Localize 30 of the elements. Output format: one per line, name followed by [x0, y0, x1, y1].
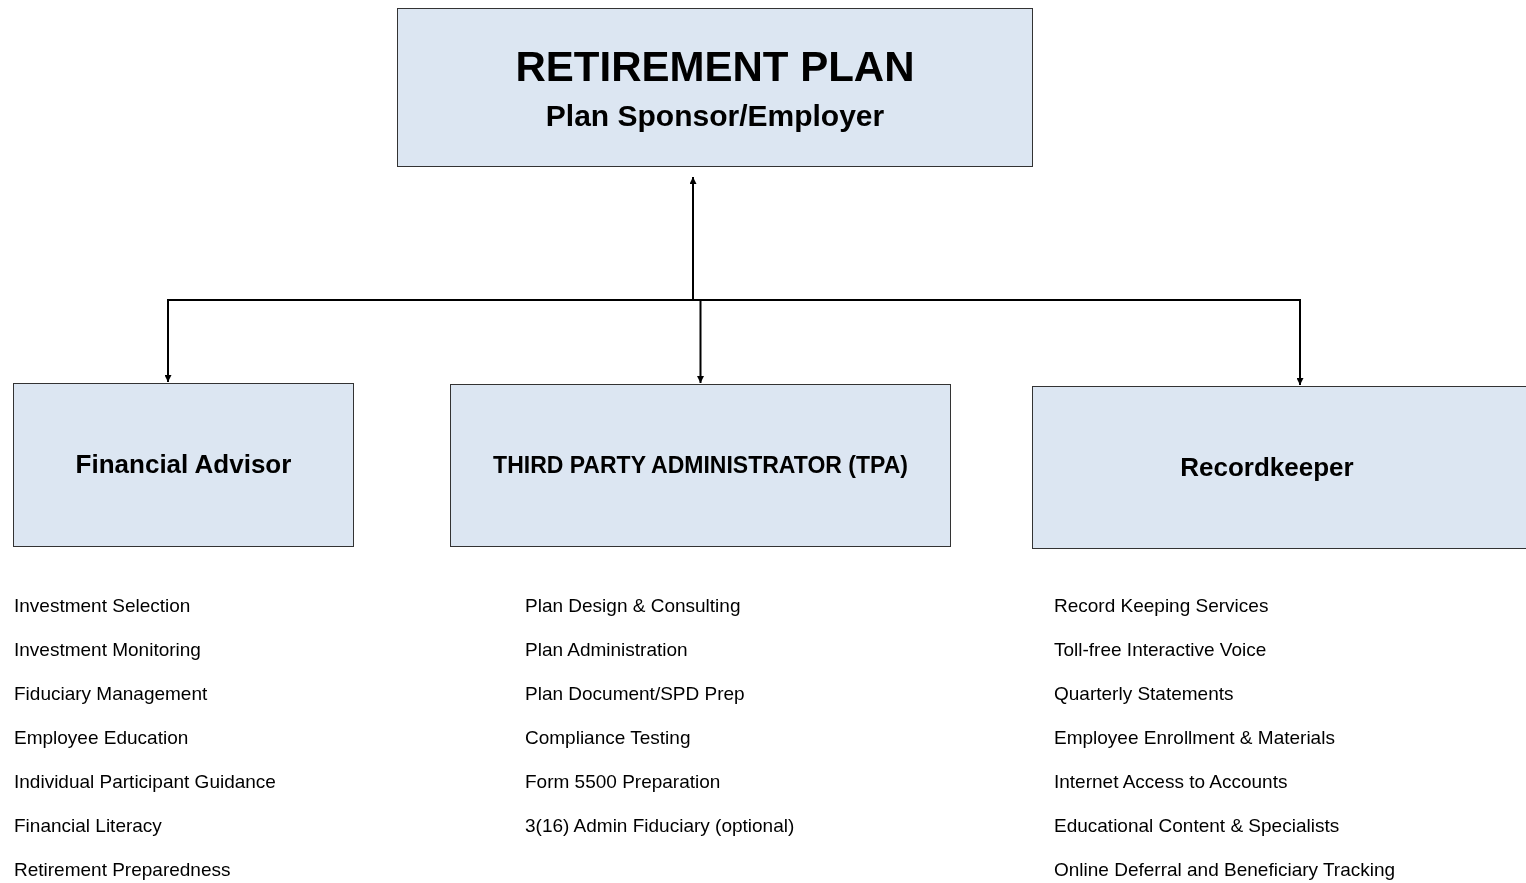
service-item: 3(16) Admin Fiduciary (optional) [525, 815, 795, 837]
service-item: Internet Access to Accounts [1054, 771, 1288, 793]
service-item: Compliance Testing [525, 727, 691, 749]
service-item: Plan Document/SPD Prep [525, 683, 745, 705]
role-box [13, 383, 354, 547]
service-item: Retirement Preparedness [14, 859, 231, 881]
box-title: THIRD PARTY ADMINISTRATOR (TPA) [493, 450, 908, 480]
service-item: Plan Administration [525, 639, 688, 661]
service-item: Fiduciary Management [14, 683, 208, 705]
role-box [450, 384, 951, 547]
service-item: Financial Literacy [14, 815, 162, 837]
service-item: Form 5500 Preparation [525, 771, 721, 793]
service-item: Investment Monitoring [14, 639, 201, 661]
role-box [1032, 386, 1526, 549]
box-title: Financial Advisor [75, 448, 292, 482]
service-item: Individual Participant Guidance [14, 771, 276, 793]
service-item: Record Keeping Services [1054, 595, 1269, 617]
service-item: Employee Education [14, 727, 189, 749]
service-item: Plan Design & Consulting [525, 595, 741, 617]
service-item: Employee Enrollment & Materials [1054, 727, 1335, 749]
service-item: Educational Content & Specialists [1054, 815, 1340, 837]
service-item: Quarterly Statements [1054, 683, 1234, 705]
service-item: Toll-free Interactive Voice [1054, 639, 1267, 661]
box-title: RETIREMENT PLAN [515, 41, 915, 92]
box-title: Recordkeeper [1180, 450, 1354, 484]
box-subtitle: Plan Sponsor/Employer [545, 97, 885, 134]
service-item: Investment Selection [14, 595, 191, 617]
role-box [397, 8, 1033, 167]
service-item: Online Deferral and Beneficiary Tracking [1054, 859, 1396, 881]
connector-arrow [692, 176, 1304, 386]
